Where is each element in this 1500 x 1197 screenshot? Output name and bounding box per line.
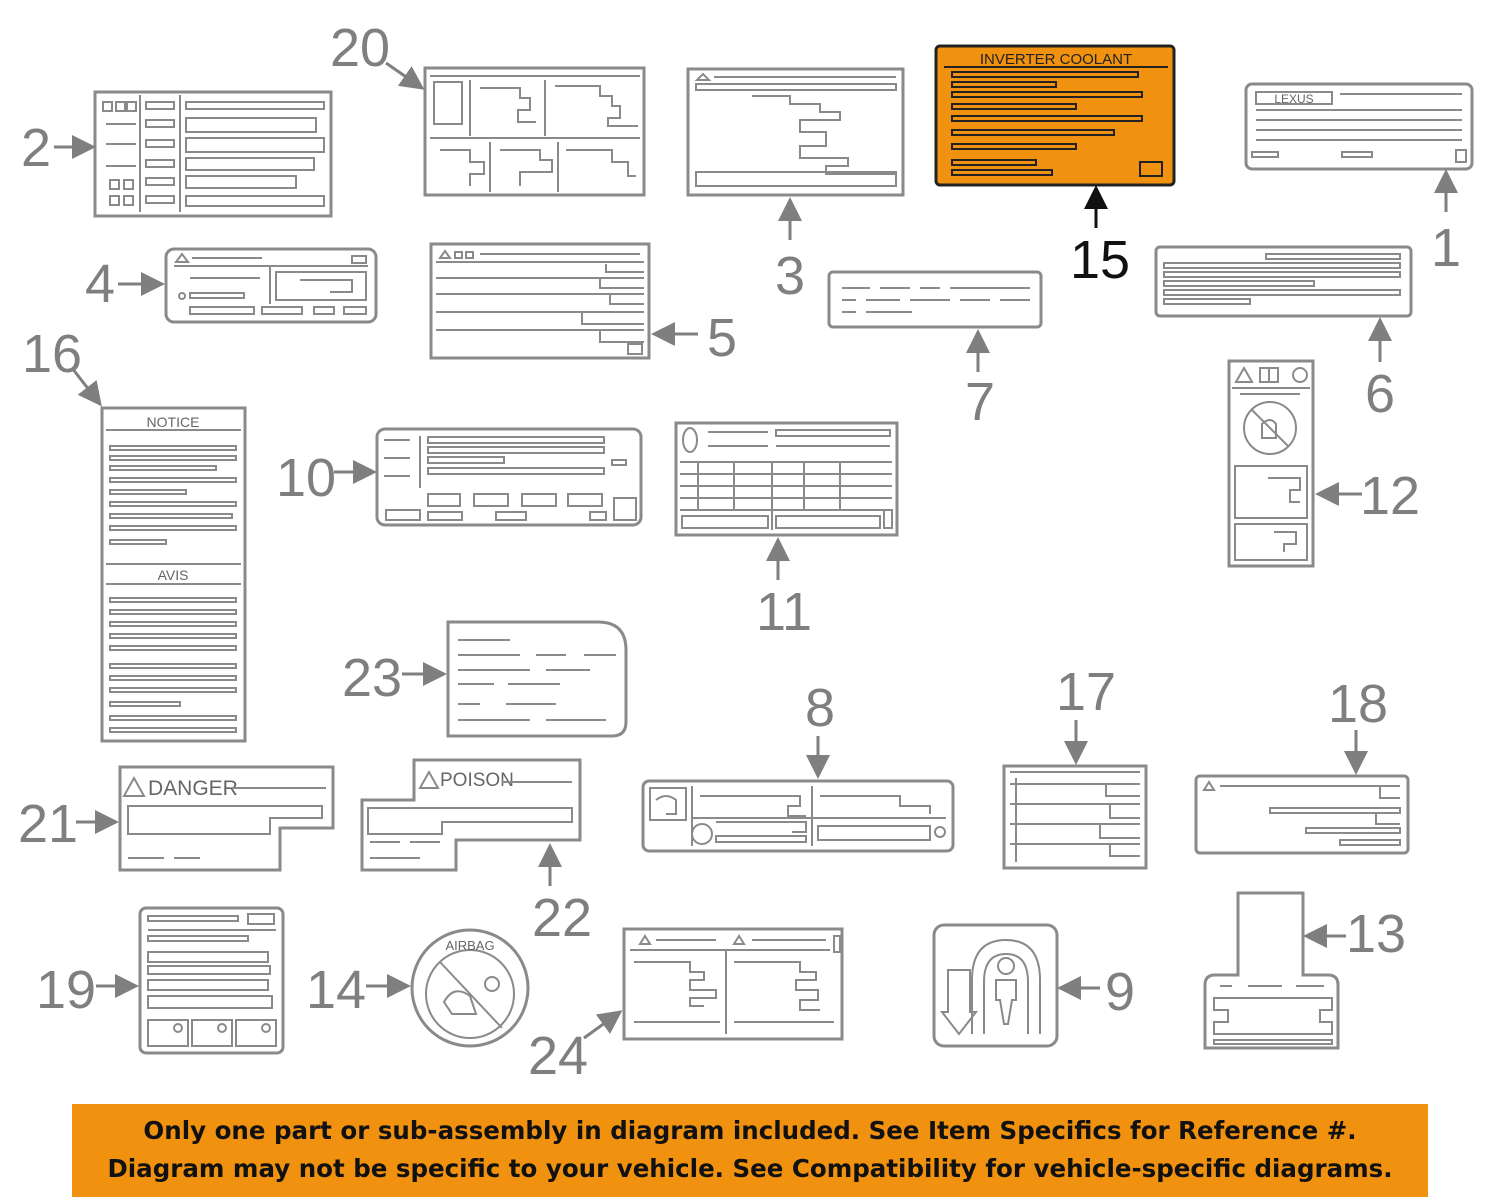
callout-15: 15 xyxy=(1070,230,1130,290)
callout-18: 18 xyxy=(1328,674,1388,734)
callout-17: 17 xyxy=(1056,662,1116,722)
lexus-logo-text: LEXUS xyxy=(1274,92,1313,106)
callout-9: 9 xyxy=(1105,962,1135,1022)
label-10[interactable] xyxy=(375,427,643,527)
airbag-arc-text: AIRBAG xyxy=(445,938,494,953)
label-9[interactable] xyxy=(932,923,1059,1048)
label-17[interactable] xyxy=(1002,764,1148,870)
label-7[interactable] xyxy=(827,270,1043,329)
label-21-danger[interactable]: DANGER xyxy=(118,765,335,872)
notice-heading: NOTICE xyxy=(147,414,200,430)
callout-8: 8 xyxy=(805,678,835,738)
callout-20: 20 xyxy=(330,18,390,78)
label-18[interactable] xyxy=(1194,774,1410,855)
label-12[interactable] xyxy=(1227,359,1315,568)
label-4[interactable] xyxy=(164,247,378,324)
callout-4: 4 xyxy=(85,254,115,314)
callout-arrows xyxy=(54,61,1458,1040)
callout-10: 10 xyxy=(276,448,336,508)
callout-24: 24 xyxy=(528,1026,588,1086)
callout-21: 21 xyxy=(18,794,78,854)
callout-11: 11 xyxy=(756,582,812,642)
label-6[interactable] xyxy=(1154,245,1413,318)
label-2[interactable] xyxy=(93,90,333,218)
label-11[interactable] xyxy=(674,421,899,537)
callout-12: 12 xyxy=(1360,466,1420,526)
label-22-poison[interactable]: POISON xyxy=(360,758,582,872)
label-13[interactable] xyxy=(1203,891,1340,1050)
label-15-inverter-coolant[interactable]: INVERTER COOLANT xyxy=(934,44,1176,187)
callout-19: 19 xyxy=(36,960,96,1020)
label-3[interactable] xyxy=(686,67,905,197)
poison-heading: POISON xyxy=(440,770,514,791)
label-24[interactable] xyxy=(622,927,844,1041)
label-8[interactable] xyxy=(641,779,955,853)
callout-6: 6 xyxy=(1365,364,1395,424)
label-16-notice-avis[interactable]: NOTICE AVIS xyxy=(100,406,247,743)
avis-heading: AVIS xyxy=(158,567,189,583)
label-19[interactable] xyxy=(138,906,285,1055)
disclaimer-line-2: Diagram may not be specific to your vehi… xyxy=(107,1154,1393,1183)
callout-13: 13 xyxy=(1346,904,1406,964)
callout-3: 3 xyxy=(775,246,805,306)
disclaimer-banner: Only one part or sub-assembly in diagram… xyxy=(72,1104,1428,1197)
callout-1: 1 xyxy=(1431,218,1461,278)
danger-heading: DANGER xyxy=(148,777,238,800)
callout-14: 14 xyxy=(306,960,366,1020)
callout-2: 2 xyxy=(21,118,51,178)
disclaimer-line-1: Only one part or sub-assembly in diagram… xyxy=(143,1116,1357,1145)
parts-diagram: INVERTER COOLANT LEXUS xyxy=(18,18,1474,1086)
callout-22: 22 xyxy=(532,888,592,948)
label-1-lexus[interactable]: LEXUS xyxy=(1244,82,1474,171)
callout-7: 7 xyxy=(965,372,995,432)
label-5[interactable] xyxy=(429,242,651,360)
inverter-coolant-heading: INVERTER COOLANT xyxy=(980,51,1132,68)
callout-numbers: 1 2 3 4 5 6 7 8 9 10 11 12 13 14 15 16 1… xyxy=(18,18,1461,1086)
label-23[interactable] xyxy=(446,620,628,738)
callout-5: 5 xyxy=(707,308,737,368)
callout-16: 16 xyxy=(22,324,82,384)
callout-23: 23 xyxy=(342,648,402,708)
label-14-airbag[interactable]: AIRBAG xyxy=(410,928,530,1048)
label-20[interactable] xyxy=(423,66,646,197)
